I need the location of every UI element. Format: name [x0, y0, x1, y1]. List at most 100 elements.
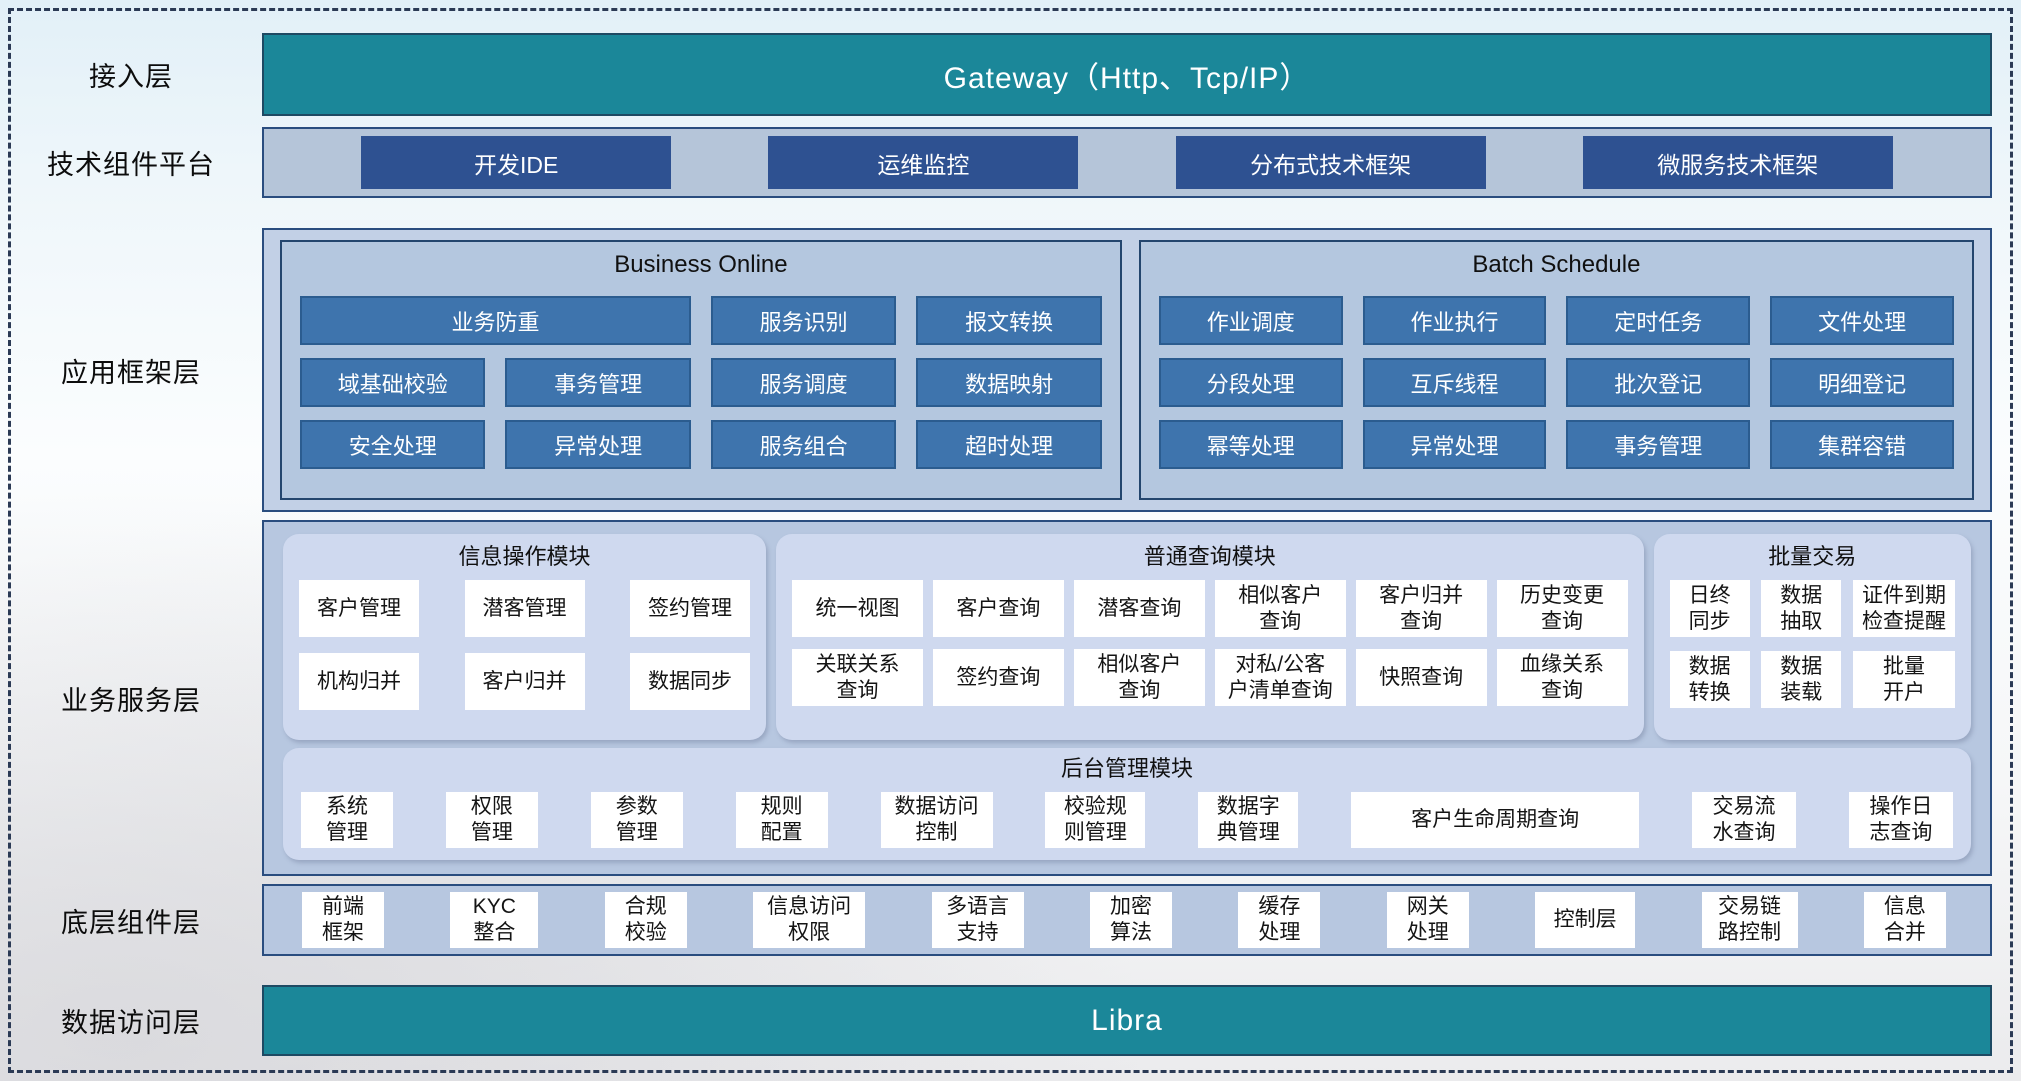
- svc-cell: 相似客户 查询: [1214, 580, 1346, 637]
- layer-label-app-framework: 应用框架层: [61, 357, 201, 388]
- fw-cell: 服务组合: [710, 420, 897, 469]
- general-query-grid: 统一视图 客户查询 潜客查询 相似客户 查询 客户归并 查询 历史变更 查询 关…: [792, 580, 1628, 706]
- base-cell: 加密 算法: [1089, 892, 1172, 948]
- svc-cell: 数据访问 控制: [880, 792, 993, 848]
- batch-transaction-title: 批量交易: [1768, 544, 1857, 569]
- fw-cell: 批次登记: [1566, 358, 1751, 407]
- fw-cell: 幂等处理: [1158, 420, 1343, 469]
- svc-cell: 潜客管理: [464, 580, 585, 637]
- svc-cell: 数据 抽取: [1761, 580, 1842, 637]
- tech-platform-bar: 开发IDE 运维监控 分布式技术框架 微服务技术框架: [262, 127, 1992, 198]
- svc-cell: 签约管理: [630, 580, 750, 637]
- base-cell: 交易链 路控制: [1701, 892, 1798, 948]
- base-cell: 信息访问 权限: [753, 892, 866, 948]
- fw-cell: 分段处理: [1158, 358, 1343, 407]
- svc-cell: 客户归并: [464, 653, 585, 710]
- business-service-box: 信息操作模块 客户管理 潜客管理 签约管理 机构归并 客户归并 数据同步 普通查…: [262, 520, 1992, 876]
- info-operation-title: 信息操作模块: [458, 544, 591, 569]
- svc-cell: 规则 配置: [735, 792, 828, 848]
- batch-schedule-panel: Batch Schedule 作业调度 作业执行 定时任务 文件处理 分段处理 …: [1138, 240, 1974, 500]
- layer-label-access: 接入层: [89, 62, 173, 92]
- gateway-bar: Gateway（Http、Tcp/IP）: [262, 33, 1992, 116]
- svc-cell: 潜客查询: [1073, 580, 1205, 637]
- batch-transaction-panel: 批量交易 日终 同步 数据 抽取 证件到期 检查提醒 数据 转换 数据 装载 批…: [1653, 534, 1971, 740]
- batch-schedule-title: Batch Schedule: [1472, 251, 1641, 278]
- general-query-panel: 普通查询模块 统一视图 客户查询 潜客查询 相似客户 查询 客户归并 查询 历史…: [776, 534, 1644, 740]
- svc-cell: 血缘关系 查询: [1496, 649, 1628, 706]
- svc-cell: 交易流 水查询: [1692, 792, 1796, 848]
- svc-cell: 数据 装载: [1761, 651, 1842, 708]
- svc-cell: 数据同步: [630, 653, 750, 710]
- svc-cell: 权限 管理: [445, 792, 538, 848]
- fw-cell: 作业调度: [1158, 296, 1343, 345]
- fw-cell: 数据映射: [916, 358, 1102, 407]
- fw-cell: 定时任务: [1566, 296, 1751, 345]
- svc-cell: 系统 管理: [301, 792, 393, 848]
- fw-cell: 异常处理: [1362, 420, 1547, 469]
- base-cell: 缓存 处理: [1238, 892, 1321, 948]
- fw-cell: 事务管理: [505, 358, 691, 407]
- access-layer-row: 接入层 Gateway（Http、Tcp/IP）: [0, 33, 2021, 116]
- layer-label-tech-platform: 技术组件平台: [47, 150, 215, 180]
- svc-cell: 对私/公客 户清单查询: [1214, 649, 1346, 706]
- base-cell: 网关 处理: [1386, 892, 1469, 948]
- tech-item-microservice-framework: 微服务技术框架: [1582, 136, 1893, 189]
- batch-transaction-grid: 日终 同步 数据 抽取 证件到期 检查提醒 数据 转换 数据 装载 批量 开户: [1669, 580, 1955, 708]
- admin-module-row: 系统 管理 权限 管理 参数 管理 规则 配置 数据访问 控制 校验规 则管理 …: [301, 792, 1953, 848]
- svc-cell: 数据字 典管理: [1198, 792, 1299, 848]
- base-cell: 多语言 支持: [931, 892, 1024, 948]
- libra-text: Libra: [1091, 1003, 1163, 1037]
- fw-cell: 文件处理: [1770, 296, 1954, 345]
- data-access-row: 数据访问层 Libra: [0, 985, 2021, 1056]
- base-components-row: 底层组件层 前端 框架 KYC 整合 合规 校验 信息访问 权限 多语言 支持 …: [0, 884, 2021, 956]
- business-service-row: 业务服务层 信息操作模块 客户管理 潜客管理 签约管理 机构归并 客户归并 数据…: [0, 520, 2021, 876]
- layer-label-business-service: 业务服务层: [61, 685, 201, 716]
- admin-module-title: 后台管理模块: [1060, 756, 1193, 781]
- base-cell: 控制层: [1535, 892, 1636, 948]
- svc-cell: 证件到期 检查提醒: [1852, 580, 1955, 637]
- libra-bar: Libra: [262, 985, 1992, 1056]
- fw-cell: 域基础校验: [300, 358, 486, 407]
- svc-cell: 客户查询: [932, 580, 1064, 637]
- business-online-grid: 业务防重 服务识别 报文转换 域基础校验 事务管理 服务调度 数据映射 安全处理…: [300, 296, 1102, 469]
- svc-cell: 签约查询: [932, 649, 1064, 706]
- svc-cell: 批量 开户: [1852, 651, 1955, 708]
- tech-item-dev-ide: 开发IDE: [361, 136, 672, 189]
- tech-platform-row: 技术组件平台 开发IDE 运维监控 分布式技术框架 微服务技术框架: [0, 127, 2021, 198]
- batch-schedule-grid: 作业调度 作业执行 定时任务 文件处理 分段处理 互斥线程 批次登记 明细登记 …: [1158, 296, 1954, 469]
- fw-cell: 互斥线程: [1362, 358, 1547, 407]
- svc-cell: 快照查询: [1355, 649, 1487, 706]
- svc-cell: 日终 同步: [1669, 580, 1750, 637]
- svc-cell: 数据 转换: [1669, 651, 1750, 708]
- base-components-bar: 前端 框架 KYC 整合 合规 校验 信息访问 权限 多语言 支持 加密 算法 …: [262, 884, 1992, 956]
- info-operation-panel: 信息操作模块 客户管理 潜客管理 签约管理 机构归并 客户归并 数据同步: [283, 534, 767, 740]
- general-query-title: 普通查询模块: [1143, 544, 1276, 569]
- fw-cell: 报文转换: [916, 296, 1102, 345]
- fw-cell: 安全处理: [300, 420, 486, 469]
- base-cell: KYC 整合: [450, 892, 539, 948]
- admin-module-panel: 后台管理模块 系统 管理 权限 管理 参数 管理 规则 配置 数据访问 控制 校…: [283, 748, 1971, 860]
- svc-cell: 参数 管理: [590, 792, 683, 848]
- svc-cell: 机构归并: [299, 653, 419, 710]
- tech-item-ops-monitor: 运维监控: [768, 136, 1079, 189]
- base-cell: 合规 校验: [604, 892, 687, 948]
- svc-cell: 客户管理: [299, 580, 419, 637]
- layer-label-base-components: 底层组件层: [61, 907, 201, 938]
- layer-label-data-access: 数据访问层: [61, 1008, 201, 1038]
- fw-cell: 超时处理: [916, 420, 1102, 469]
- svc-cell: 统一视图: [792, 580, 924, 637]
- business-online-panel: Business Online 业务防重 服务识别 报文转换 域基础校验 事务管…: [280, 240, 1122, 500]
- fw-cell: 明细登记: [1770, 358, 1954, 407]
- svc-cell: 客户生命周期查询: [1351, 792, 1640, 848]
- svc-cell: 客户归并 查询: [1355, 580, 1487, 637]
- fw-cell: 业务防重: [300, 296, 691, 345]
- app-framework-box: Business Online 业务防重 服务识别 报文转换 域基础校验 事务管…: [262, 228, 1992, 512]
- base-cell: 前端 框架: [302, 892, 384, 948]
- fw-cell: 集群容错: [1770, 420, 1954, 469]
- fw-cell: 异常处理: [505, 420, 691, 469]
- svc-cell: 操作日 志查询: [1848, 792, 1953, 848]
- fw-cell: 作业执行: [1362, 296, 1547, 345]
- base-cell: 信息 合并: [1863, 892, 1946, 948]
- tech-item-distributed-framework: 分布式技术框架: [1175, 136, 1486, 189]
- service-top-row: 信息操作模块 客户管理 潜客管理 签约管理 机构归并 客户归并 数据同步 普通查…: [283, 534, 1971, 740]
